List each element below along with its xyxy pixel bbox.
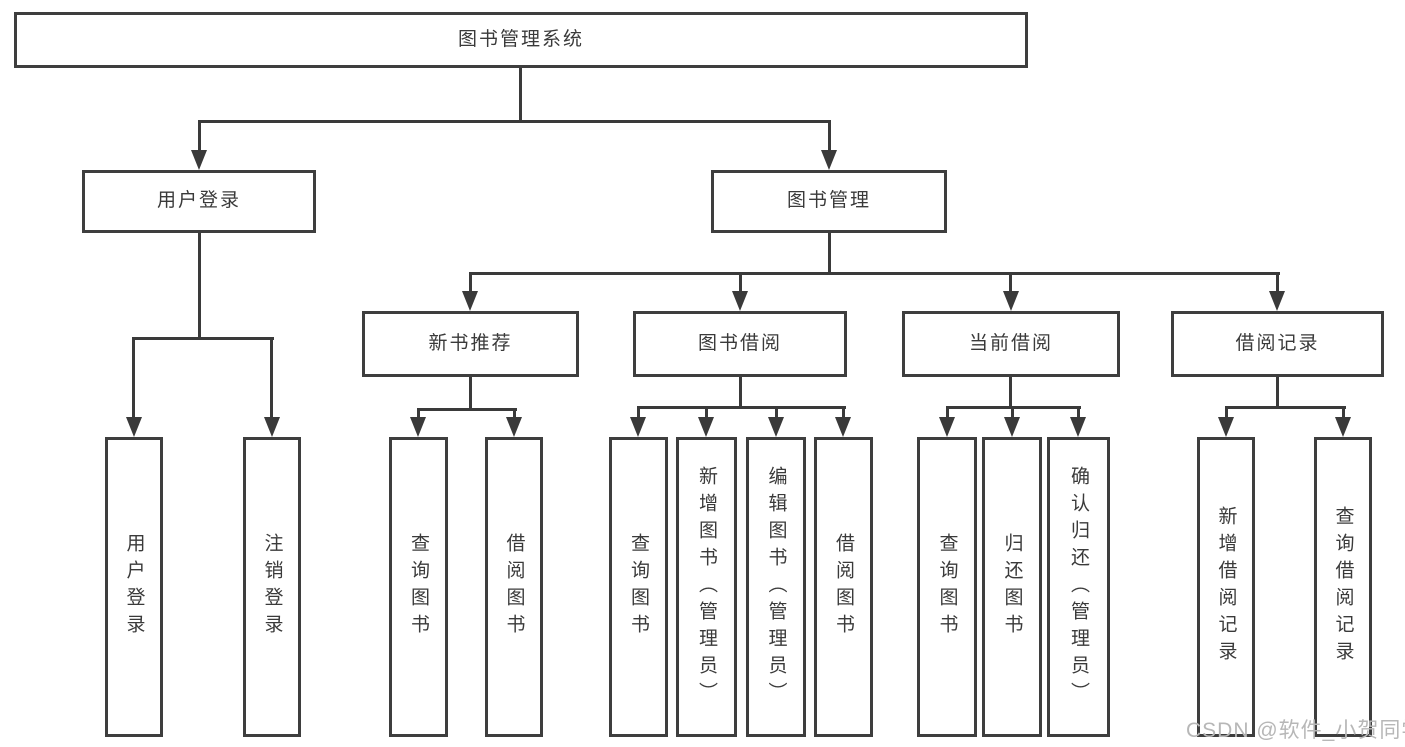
arrow-down-icon <box>1003 291 1019 311</box>
arrow-down-icon <box>462 291 478 311</box>
node-library-system: 图书管理系统 <box>14 12 1028 68</box>
arrow-down-icon <box>698 417 714 437</box>
arrow-down-icon <box>630 417 646 437</box>
arrow-down-icon <box>191 150 207 170</box>
arrow-down-icon <box>410 417 426 437</box>
node-book-management: 图书管理 <box>711 170 947 233</box>
connector-line <box>417 408 517 411</box>
arrow-down-icon <box>264 417 280 437</box>
node-leaf-edit-books-admin: 编辑图书（管理员） <box>746 437 806 737</box>
connector-line <box>519 68 522 120</box>
connector-line <box>1011 406 1014 418</box>
connector-line <box>739 272 742 292</box>
arrow-down-icon <box>835 417 851 437</box>
connector-line <box>198 120 201 151</box>
arrow-down-icon <box>126 417 142 437</box>
node-leaf-borrow-books: 借阅图书 <box>814 437 873 737</box>
connector-line <box>198 120 831 123</box>
arrow-down-icon <box>768 417 784 437</box>
arrow-down-icon <box>1218 417 1234 437</box>
node-book-borrow: 图书借阅 <box>633 311 847 377</box>
node-leaf-query-books-borrow: 查询图书 <box>609 437 668 737</box>
node-label: 借阅图书 <box>833 533 854 641</box>
node-label: 图书管理系统 <box>457 28 584 50</box>
node-leaf-query-books-current: 查询图书 <box>917 437 977 737</box>
connector-line <box>1009 272 1012 292</box>
connector-line <box>637 406 640 418</box>
node-new-book-recommend: 新书推荐 <box>362 311 579 377</box>
node-label: 当前借阅 <box>968 332 1053 354</box>
node-label: 新增图书（管理员） <box>696 465 717 709</box>
connector-line <box>1276 272 1279 292</box>
connector-line <box>1225 406 1346 409</box>
connector-line <box>469 377 472 408</box>
arrow-down-icon <box>1070 417 1086 437</box>
node-label: 借阅记录 <box>1235 332 1320 354</box>
connector-line <box>828 233 831 272</box>
connector-line <box>637 406 846 409</box>
node-label: 归还图书 <box>1001 533 1023 641</box>
connector-line <box>469 272 1280 275</box>
connector-line <box>775 406 778 418</box>
connector-line <box>1225 406 1228 418</box>
node-user-login: 用户登录 <box>82 170 316 233</box>
arrow-down-icon <box>1004 417 1020 437</box>
node-borrow-records: 借阅记录 <box>1171 311 1384 377</box>
arrow-down-icon <box>506 417 522 437</box>
connector-line <box>946 406 949 418</box>
node-label: 图书管理 <box>786 190 871 212</box>
arrow-down-icon <box>732 291 748 311</box>
node-label: 查询图书 <box>628 533 649 641</box>
node-leaf-return-books: 归还图书 <box>982 437 1042 737</box>
node-leaf-logout: 注销登录 <box>243 437 301 737</box>
node-label: 图书借阅 <box>697 332 782 354</box>
node-label: 用户登录 <box>156 190 241 212</box>
node-current-borrow: 当前借阅 <box>902 311 1120 377</box>
connector-line <box>1276 377 1279 406</box>
connector-line <box>1009 377 1012 406</box>
connector-line <box>417 408 420 418</box>
node-label: 查询图书 <box>408 533 429 641</box>
arrow-down-icon <box>821 150 837 170</box>
node-leaf-borrow-books-recommend: 借阅图书 <box>485 437 543 737</box>
connector-line <box>270 337 273 418</box>
connector-line <box>828 120 831 151</box>
node-leaf-query-books-recommend: 查询图书 <box>389 437 448 737</box>
node-label: 新书推荐 <box>428 332 513 354</box>
arrow-down-icon <box>939 417 955 437</box>
node-label: 注销登录 <box>261 533 283 641</box>
node-label: 新增借阅记录 <box>1215 506 1237 668</box>
node-label: 查询图书 <box>936 533 958 641</box>
connector-line <box>198 233 201 337</box>
node-label: 编辑图书（管理员） <box>765 465 787 709</box>
connector-line <box>842 406 845 418</box>
node-leaf-add-books-admin: 新增图书（管理员） <box>676 437 737 737</box>
connector-line <box>132 337 135 418</box>
node-label: 借阅图书 <box>503 533 525 641</box>
csdn-watermark: CSDN @软件_小贺同学 <box>1186 719 1405 742</box>
connector-line <box>513 408 516 418</box>
connector-line <box>132 337 274 340</box>
node-leaf-user-login: 用户登录 <box>105 437 163 737</box>
node-leaf-query-borrow-record: 查询借阅记录 <box>1314 437 1372 737</box>
connector-line <box>705 406 708 418</box>
arrow-down-icon <box>1269 291 1285 311</box>
connector-line <box>469 272 472 292</box>
node-label: 查询借阅记录 <box>1332 506 1354 668</box>
connector-line <box>1077 406 1080 418</box>
node-label: 用户登录 <box>123 533 145 641</box>
connector-line <box>739 377 742 406</box>
connector-line <box>1342 406 1345 418</box>
arrow-down-icon <box>1335 417 1351 437</box>
node-leaf-add-borrow-record: 新增借阅记录 <box>1197 437 1255 737</box>
node-leaf-confirm-return-admin: 确认归还（管理员） <box>1047 437 1110 737</box>
node-label: 确认归还（管理员） <box>1068 465 1089 709</box>
